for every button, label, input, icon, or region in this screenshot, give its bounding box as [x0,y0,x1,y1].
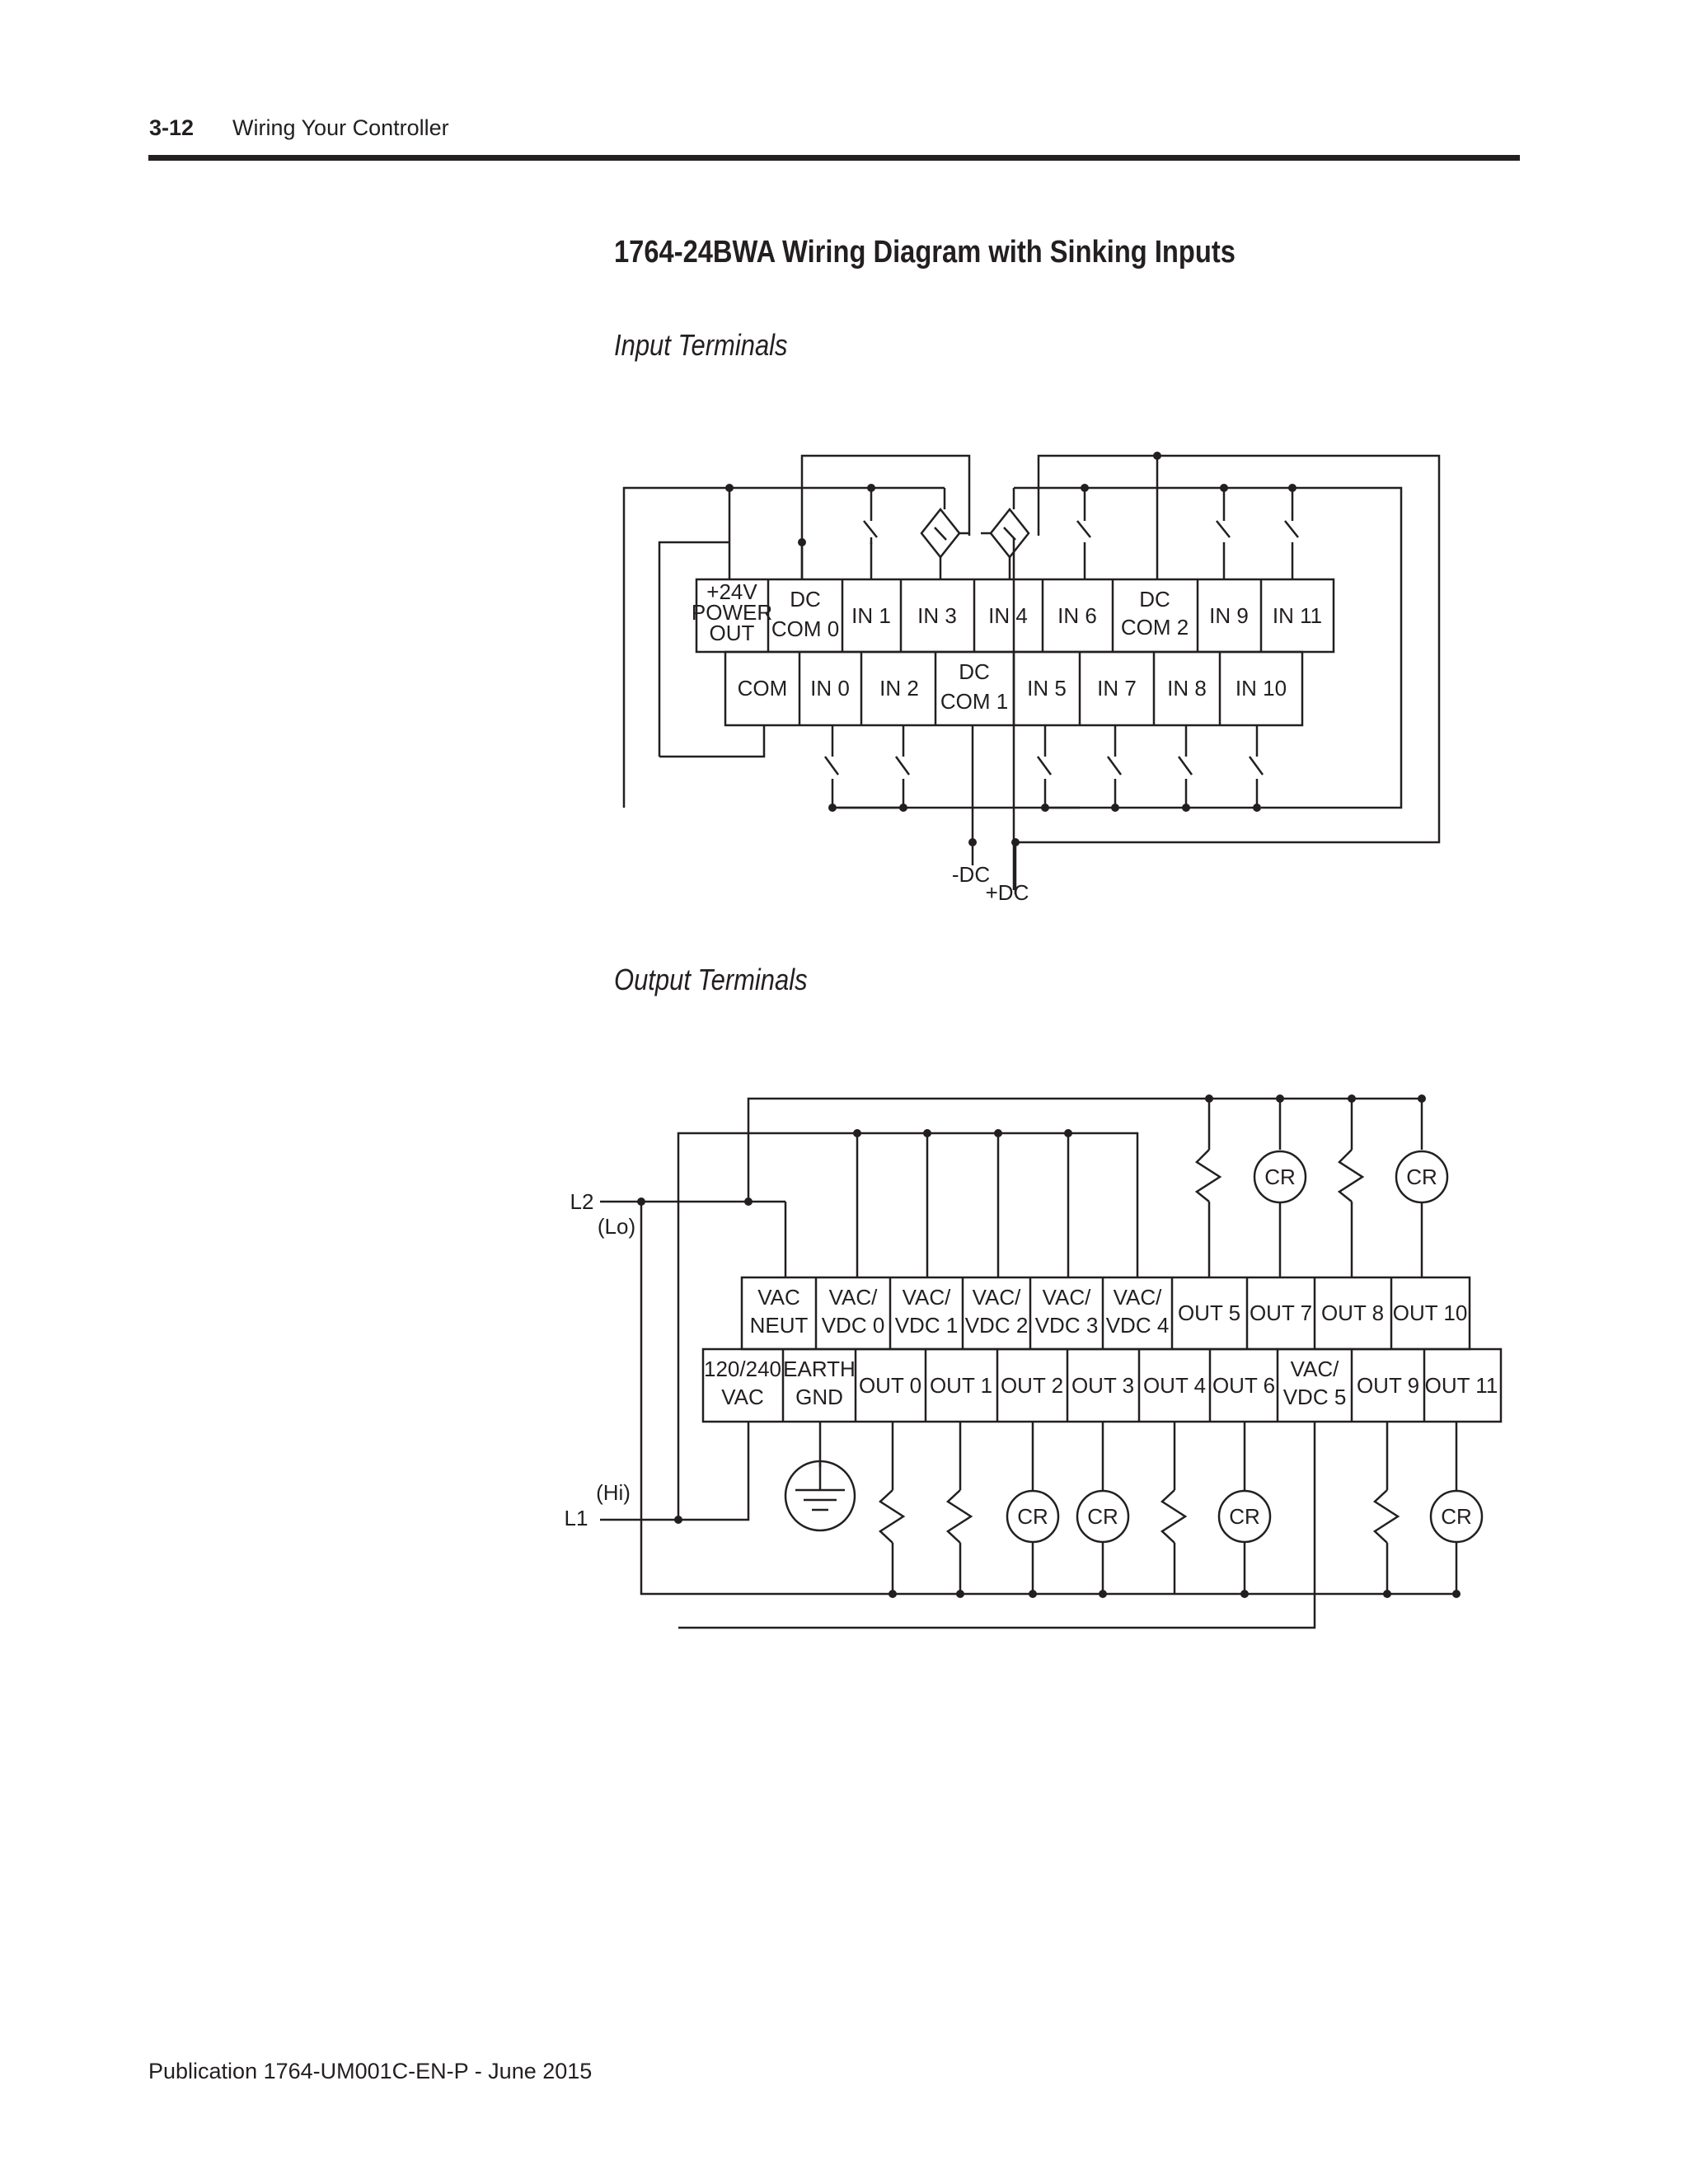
output-terminal-label: OUT 2 [1001,1373,1063,1398]
output-terminal-label: OUT 11 [1425,1373,1498,1398]
cr-coil-out11 [1429,1489,1484,1544]
output-terminal-label: OUT 10 [1393,1301,1468,1325]
cr-coil-label: CR [1406,1165,1437,1189]
input-switch-in6 [1076,520,1091,538]
positive-dc-label: +DC [986,880,1029,905]
input-switch-in7 [1106,756,1123,776]
output-terminal-label: VDC 0 [822,1313,885,1338]
cr-coil-out3 [1076,1489,1130,1544]
output-terminal-label: OUT 7 [1250,1301,1312,1325]
publication-footer: Publication 1764-UM001C-EN-P - June 2015 [148,2059,593,2083]
input-terminal-label: IN 3 [917,603,957,628]
output-terminal-label: VAC/ [903,1285,952,1310]
input-switch-in9 [1216,520,1231,538]
input-switch-in1 [863,520,878,544]
cr-coil-label: CR [1229,1504,1260,1529]
output-terminal-label: VDC 1 [895,1313,959,1338]
earth-ground-icon [784,1460,856,1532]
input-terminals-label: Input Terminals [614,328,788,362]
input-switch-in8 [1177,756,1193,776]
negative-dc-label: -DC [952,862,990,887]
input-terminal-label: IN 9 [1209,603,1249,628]
input-terminal-label: COM 2 [1121,615,1189,640]
cr-coil-out10 [1395,1150,1449,1204]
l2-label: L2 [570,1189,594,1214]
output-terminal-label: OUT 4 [1143,1373,1206,1398]
input-terminal-label: IN 0 [810,676,850,701]
l1-label: L1 [565,1506,588,1530]
output-terminal-label: VAC/ [1291,1357,1340,1381]
output-terminal-label: OUT 9 [1357,1373,1419,1398]
load-resistor-out0 [878,1489,906,1544]
cr-coil-label: CR [1017,1504,1048,1529]
input-sensor-in4 [989,507,1030,560]
output-terminal-label: VDC 3 [1035,1313,1099,1338]
page-number: 3-12 [149,115,195,140]
output-terminal-label: OUT 3 [1071,1373,1134,1398]
input-terminal-label: COM [738,676,788,701]
load-resistor-out9 [1372,1489,1400,1544]
output-terminal-label: OUT 1 [930,1373,992,1398]
output-terminal-label: VDC 2 [965,1313,1029,1338]
cr-coil-label: CR [1441,1504,1472,1529]
output-terminal-label: VAC [757,1285,800,1310]
output-terminals-label: Output Terminals [614,963,808,996]
document-title: 1764-24BWA Wiring Diagram with Sinking I… [614,235,1236,269]
output-terminal-label: VAC [721,1385,764,1409]
output-terminal-label: VAC/ [1043,1285,1092,1310]
output-terminal-label: VAC/ [1114,1285,1163,1310]
input-terminal-label: DC [959,659,990,684]
output-terminal-label: VAC/ [973,1285,1022,1310]
input-switch-in10 [1248,756,1264,776]
output-terminal-label: OUT 8 [1321,1301,1384,1325]
load-resistor-out1 [945,1489,973,1544]
output-terminal-label: NEUT [750,1313,809,1338]
input-switch-in2 [894,756,911,776]
input-terminal-label: IN 4 [988,603,1028,628]
cr-coil-out2 [1006,1489,1060,1544]
cr-coil-label: CR [1087,1504,1118,1529]
output-terminal-label: OUT 5 [1178,1301,1240,1325]
input-terminal-label: IN 6 [1057,603,1097,628]
cr-coil-out7 [1253,1150,1307,1204]
output-terminal-label: GND [795,1385,843,1409]
output-terminal-label: VDC 4 [1106,1313,1170,1338]
input-switch-in11 [1284,520,1299,538]
cr-coil-out6 [1217,1489,1272,1544]
load-resistor-out4 [1160,1489,1188,1544]
output-terminal-label: 120/240 [704,1357,781,1381]
input-terminal-label: POWER [692,600,772,625]
input-terminal-label: IN 5 [1027,676,1067,701]
input-terminal-label: IN 10 [1236,676,1287,701]
input-terminal-label: IN 1 [851,603,891,628]
cr-coil-label: CR [1264,1165,1296,1189]
input-switch-in5 [1036,756,1053,776]
section-title: Wiring Your Controller [232,115,449,140]
input-terminal-label: +24V [706,579,757,604]
input-sensor-in3 [920,507,961,560]
load-resistor-out5 [1194,1149,1222,1202]
input-switch-in0 [823,756,840,776]
l2-sub-label: (Lo) [598,1214,635,1239]
input-terminal-label: OUT [710,621,755,645]
l1-sub-label: (Hi) [596,1480,631,1505]
input-terminal-label: IN 7 [1097,676,1137,701]
input-terminal-label: IN 11 [1273,603,1322,628]
output-terminal-label: OUT 0 [859,1373,921,1398]
input-terminal-label: COM 0 [771,616,839,641]
output-terminal-label: VAC/ [829,1285,879,1310]
load-resistor-out8 [1337,1149,1365,1202]
output-terminal-label: EARTH [783,1357,856,1381]
input-terminal-label: IN 2 [879,676,919,701]
header-rule [148,155,1520,161]
output-terminal-label: VDC 5 [1283,1385,1347,1409]
input-terminal-label: DC [1139,587,1170,612]
input-terminal-label: DC [790,587,821,612]
output-terminal-label: OUT 6 [1212,1373,1275,1398]
input-terminal-label: IN 8 [1167,676,1207,701]
input-terminal-label: COM 1 [940,689,1008,714]
